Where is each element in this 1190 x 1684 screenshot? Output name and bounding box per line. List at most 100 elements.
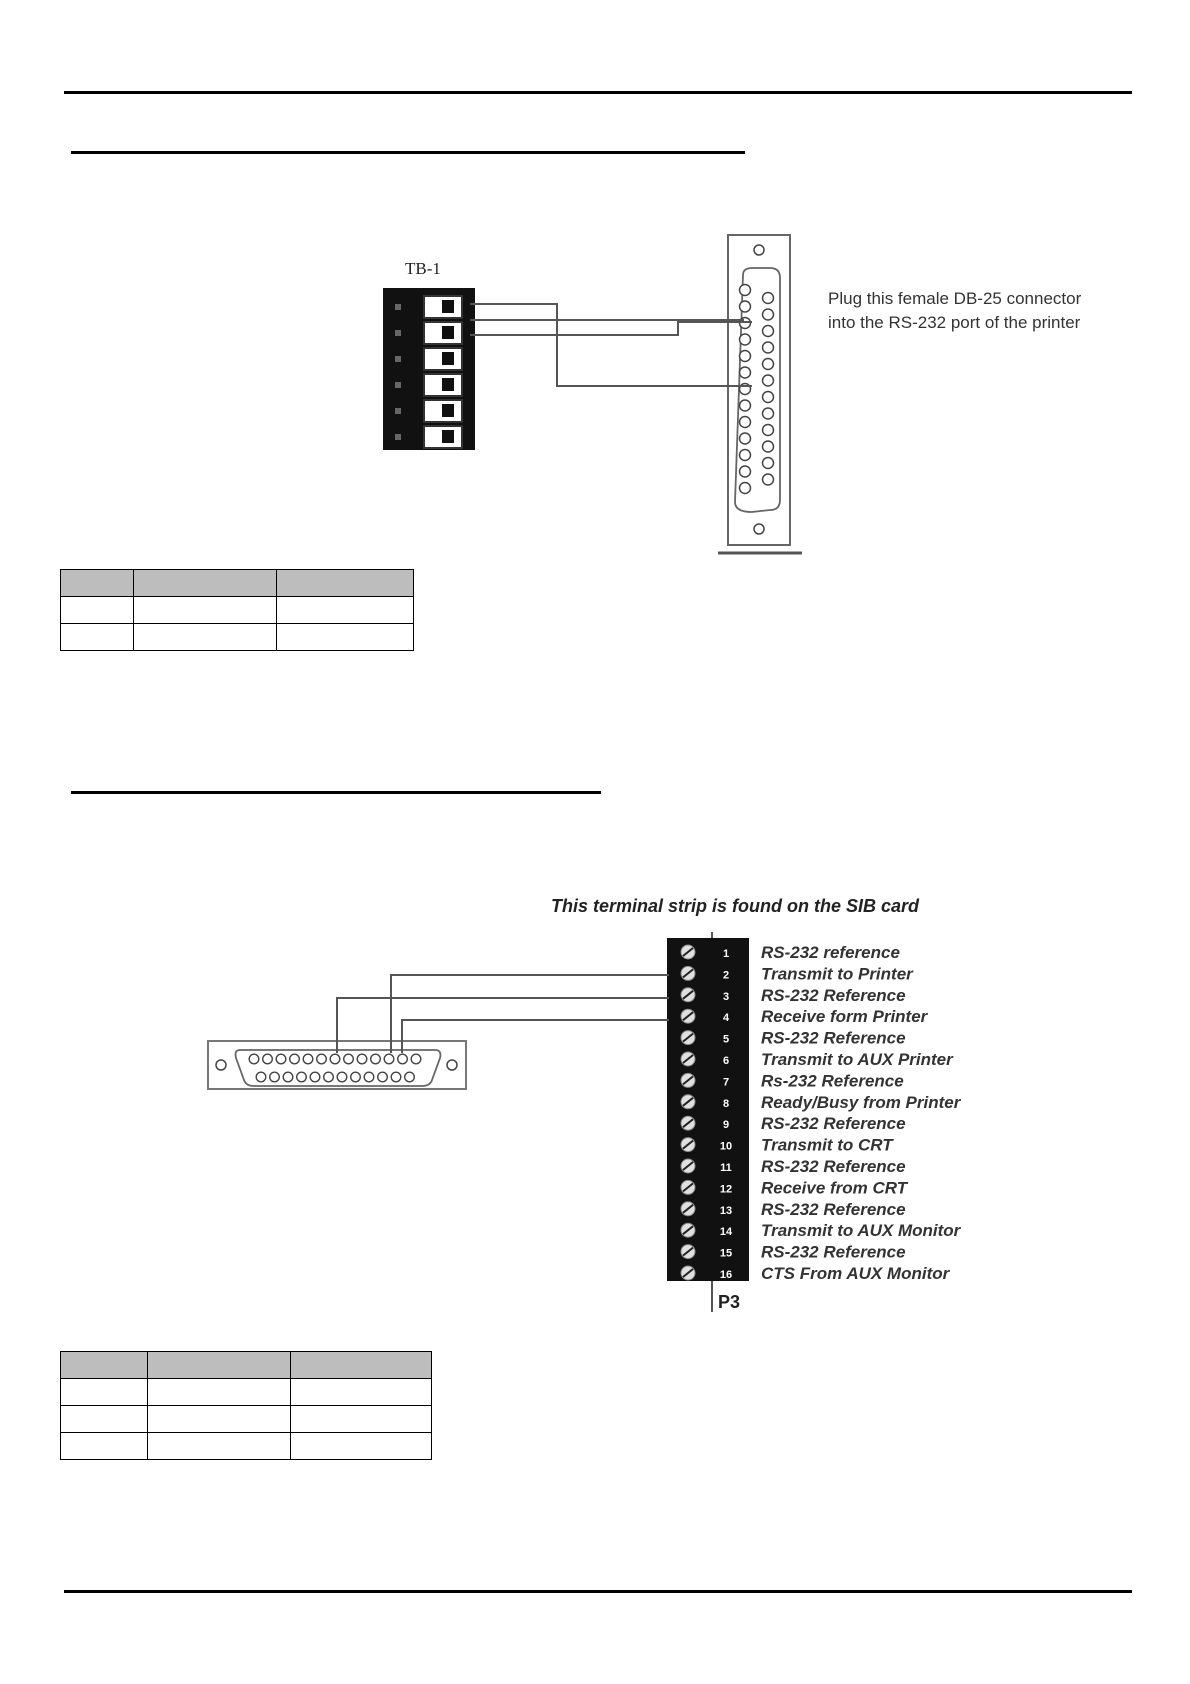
connector-note-line1: Plug this female DB-25 connector xyxy=(828,289,1082,308)
db25h-pin xyxy=(275,1053,287,1065)
db25h-pin xyxy=(390,1071,402,1083)
db25h-pin xyxy=(370,1053,382,1065)
table-row xyxy=(60,1432,432,1460)
connector-note-line2: into the RS-232 port of the printer xyxy=(828,313,1081,332)
db25h-pin xyxy=(323,1071,335,1083)
terminal-number: 9 xyxy=(723,1119,729,1131)
db25-pin xyxy=(738,333,752,346)
db25h-pin xyxy=(377,1071,389,1083)
db25h-pin xyxy=(343,1053,355,1065)
terminal-label: RS-232 Reference xyxy=(761,1029,906,1048)
db25h-pin xyxy=(404,1071,416,1083)
tb1-pin-marker xyxy=(395,304,401,310)
db25h-pin xyxy=(309,1071,321,1083)
section1-heading-rule xyxy=(71,151,745,154)
terminal-number: 6 xyxy=(723,1055,729,1067)
terminal-label: RS-232 Reference xyxy=(761,1157,906,1176)
db25-pin xyxy=(738,399,752,412)
db25-pin xyxy=(738,415,752,429)
terminal-number: 16 xyxy=(720,1269,732,1281)
diagram1-wires xyxy=(470,303,752,387)
db25-pin xyxy=(761,357,775,371)
db25h-pin xyxy=(262,1053,274,1065)
db25h-pin xyxy=(296,1071,308,1083)
terminal-number: 5 xyxy=(723,1034,729,1046)
db25h-pin xyxy=(336,1071,348,1083)
terminal-label: CTS From AUX Monitor xyxy=(761,1264,951,1283)
pin-table-1 xyxy=(60,569,414,651)
db25-pin xyxy=(761,456,775,470)
db25h-pin xyxy=(363,1071,375,1083)
tb1-pin-marker xyxy=(395,382,401,388)
db25h-pin xyxy=(248,1053,260,1065)
tb1-pin-marker xyxy=(395,408,401,414)
tb1-screw xyxy=(442,430,454,443)
tb1-pin-marker xyxy=(395,434,401,440)
terminal-label: Rs-232 Reference xyxy=(761,1071,904,1090)
terminal-number: 3 xyxy=(723,991,729,1003)
tb1-screw xyxy=(442,404,454,417)
db25-pin xyxy=(761,341,775,354)
db25h-pin xyxy=(316,1053,328,1065)
db25-pin xyxy=(738,432,752,445)
db25h-pin xyxy=(282,1071,294,1083)
db25-pin xyxy=(761,407,775,420)
db25h-pin xyxy=(255,1071,267,1083)
pin-table-2 xyxy=(60,1351,432,1460)
db25-pin xyxy=(761,291,775,305)
tb1-pin-marker xyxy=(395,330,401,336)
terminal-number: 15 xyxy=(720,1248,732,1260)
terminal-number: 8 xyxy=(723,1098,729,1110)
db25h-pin xyxy=(397,1053,409,1065)
bottom-rule xyxy=(64,1590,1132,1593)
terminal-label: RS-232 Reference xyxy=(761,1114,906,1133)
db25-pin xyxy=(761,308,775,321)
strip-caption: This terminal strip is found on the SIB … xyxy=(551,896,920,916)
terminal-label: RS-232 Reference xyxy=(761,1200,906,1219)
db25h-pin xyxy=(410,1053,422,1065)
terminal-label: Transmit to AUX Monitor xyxy=(761,1221,962,1240)
terminal-label: Receive from CRT xyxy=(761,1178,909,1197)
table-row xyxy=(60,1405,432,1433)
tb1-pin-marker xyxy=(395,356,401,362)
db25-pin xyxy=(738,448,752,462)
terminal-number: 4 xyxy=(723,1012,730,1024)
db25-pin xyxy=(761,473,775,486)
tb1-screw xyxy=(442,352,454,365)
terminal-label: Transmit to Printer xyxy=(761,964,914,983)
db25h-pin xyxy=(350,1071,362,1083)
db25-pin xyxy=(761,374,775,387)
db25-pin xyxy=(738,349,752,363)
table-header-row xyxy=(60,1351,432,1379)
tb1-terminal-block: TB-1 xyxy=(383,259,475,450)
db25h-pin xyxy=(269,1071,281,1083)
db25-pin xyxy=(738,283,752,297)
terminal-number: 14 xyxy=(720,1226,733,1238)
table-row xyxy=(60,596,414,624)
section2-heading-rule xyxy=(71,791,601,794)
db25-female-connector xyxy=(718,234,802,555)
terminal-label: Transmit to AUX Printer xyxy=(761,1050,954,1069)
db25-pin xyxy=(738,366,752,379)
terminal-label: RS-232 Reference xyxy=(761,1243,906,1262)
db25-pin xyxy=(738,465,752,478)
strip-label: P3 xyxy=(718,1292,740,1312)
db25-pin xyxy=(738,481,752,495)
db25h-pin xyxy=(383,1053,395,1065)
db25-pin xyxy=(738,300,752,313)
db25h-pin xyxy=(289,1053,301,1065)
terminal-number: 1 xyxy=(723,948,729,960)
terminal-label: Transmit to CRT xyxy=(761,1136,894,1155)
terminal-label: RS-232 Reference xyxy=(761,986,906,1005)
tb1-screw xyxy=(442,300,454,313)
db25-pin xyxy=(761,440,775,453)
terminal-label: Receive form Printer xyxy=(761,1007,929,1026)
tb1-screw xyxy=(442,326,454,339)
terminal-number: 12 xyxy=(720,1183,732,1195)
terminal-number: 13 xyxy=(720,1205,732,1217)
top-rule xyxy=(64,91,1132,94)
db25h-pin xyxy=(356,1053,368,1065)
diagram2-wires xyxy=(336,974,669,1053)
db25h-pin xyxy=(329,1053,341,1065)
